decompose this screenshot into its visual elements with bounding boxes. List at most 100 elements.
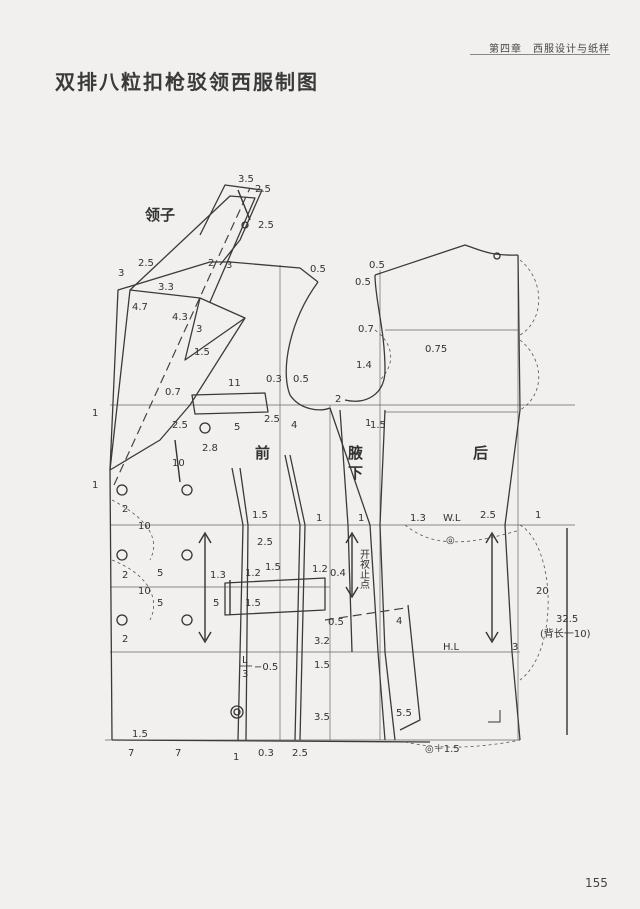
m-pk-04: 0.4: [330, 568, 346, 579]
m-pk-13: 1.3: [210, 570, 226, 581]
m-lapel-3a: 3: [118, 268, 124, 279]
m-pk-32: 3.2: [314, 636, 330, 647]
m-collar-25a: 2.5: [255, 184, 271, 195]
m-wl-15a: 1.5: [252, 510, 268, 521]
m-btn-2a: 2: [122, 504, 128, 515]
page-title: 双排八粒扣枪驳领西服制图: [55, 70, 319, 94]
button-mark: [181, 614, 193, 626]
m-pk-12b: 1.2: [312, 564, 328, 575]
page-number: 155: [585, 876, 608, 890]
underarm-label-2: 下: [348, 464, 363, 482]
m-wl-25b: 2.5: [480, 510, 496, 521]
m-back-07: 0.7: [358, 324, 374, 335]
m-pk-5: 5: [213, 598, 219, 609]
m-lapel-15: 1.5: [194, 347, 210, 358]
m-btn-5b: 5: [157, 598, 163, 609]
m-lapel-3b: 3: [196, 324, 202, 335]
m-hem-03: 0.3: [258, 748, 274, 759]
m-back-075: 0.75: [425, 344, 447, 355]
m-pk-12a: 1.2: [245, 568, 261, 579]
three-label: 3: [242, 669, 248, 680]
pocket-opening-label: 开 衩 止 点: [360, 550, 370, 591]
m-back-05b: 0.5: [355, 277, 371, 288]
button-mark: [181, 549, 193, 561]
m-lapel-25: 2.5: [138, 258, 154, 269]
back-label: 后: [473, 444, 488, 462]
m-hem-35: 3.5: [314, 712, 330, 723]
m-collar-2: 2: [208, 258, 214, 269]
m-hem-7a: 7: [128, 748, 134, 759]
m-collar-3: 3: [226, 260, 232, 271]
m-arm-1: 1: [365, 418, 371, 429]
m-front-10a: 10: [172, 458, 185, 469]
l-label: L: [242, 655, 248, 666]
waist-line-label: W.L: [443, 513, 461, 524]
button-mark: [116, 484, 128, 496]
m-dart-25: 2.5: [172, 420, 188, 431]
m-wl-25: 2.5: [257, 537, 273, 548]
m-arm-25: 2.5: [264, 414, 280, 425]
m-collar-top: 3.5: [238, 174, 254, 185]
m-pk-05: 0.5: [328, 617, 344, 628]
m-front-10b: 10: [138, 521, 151, 532]
m-lapel-43: 4.3: [172, 312, 188, 323]
m-hem-15: 1.5: [132, 729, 148, 740]
m-arm-15: 1.5: [370, 420, 386, 431]
m-shoulder-05a: 0.5: [310, 264, 326, 275]
m-back-20: 20: [536, 586, 549, 597]
svg-text:止: 止: [360, 569, 370, 581]
m-dart-5: 5: [234, 422, 240, 433]
button-mark: [241, 221, 249, 229]
button-mark: [116, 614, 128, 626]
button-mark: [116, 549, 128, 561]
m-hem-55: 5.5: [396, 708, 412, 719]
m-arm-05: 0.5: [293, 374, 309, 385]
m-front-07: 0.7: [165, 387, 181, 398]
button-mark: [230, 705, 244, 719]
m-btn-10c: 10: [138, 586, 151, 597]
m-arm-03: 0.3: [266, 374, 282, 385]
m-collar-25b: 2.5: [258, 220, 274, 231]
m-pocket-11: 11: [228, 378, 241, 389]
m-pk-15a: 1.5: [265, 562, 281, 573]
button-mark: [493, 252, 501, 260]
header-rule: [470, 54, 610, 55]
m-hem-7b: 7: [175, 748, 181, 759]
hip-line-label: H.L: [443, 642, 460, 653]
svg-text:开: 开: [360, 550, 370, 561]
m-dart-28: 2.8: [202, 443, 218, 454]
m-hem-1: 1: [233, 752, 239, 763]
button-mark: [181, 484, 193, 496]
m-pk-15c: 1.5: [314, 660, 330, 671]
collar-label: 领子: [144, 206, 175, 224]
m-wl-1c: 1: [535, 510, 541, 521]
m-wl-13: 1.3: [410, 513, 426, 524]
back-length-label: (背长一10): [540, 627, 591, 640]
front-label: 前: [255, 444, 270, 462]
m-wl-1b: 1: [358, 513, 364, 524]
m-arm-2: 2: [335, 394, 341, 405]
button-mark: [199, 422, 211, 434]
m-lapel-33: 3.3: [158, 282, 174, 293]
waist-symbol: ◎: [446, 535, 455, 546]
m-arm-4: 4: [291, 420, 297, 431]
m-back-325: 32.5: [556, 614, 578, 625]
m-back-3: 3: [512, 642, 518, 653]
m-pk-4: 4: [396, 616, 402, 627]
underarm-label-1: 腋: [348, 444, 363, 462]
hip-symbol: ◎＋1.5: [425, 744, 460, 755]
minus-half-label: −0.5: [254, 662, 278, 673]
m-back-05a: 0.5: [369, 260, 385, 271]
m-btn-2b: 2: [122, 570, 128, 581]
m-hem-25: 2.5: [292, 748, 308, 759]
m-btn-5a: 5: [157, 568, 163, 579]
m-btn-2c: 2: [122, 634, 128, 645]
m-front-1b: 1: [92, 480, 98, 491]
svg-text:衩: 衩: [360, 559, 370, 571]
m-pk-15b: 1.5: [245, 598, 261, 609]
chapter-header: 第四章 西服设计与纸样: [489, 44, 610, 55]
right-angle-mark: [488, 710, 501, 723]
svg-text:点: 点: [360, 579, 370, 591]
m-lapel-47: 4.7: [132, 302, 148, 313]
